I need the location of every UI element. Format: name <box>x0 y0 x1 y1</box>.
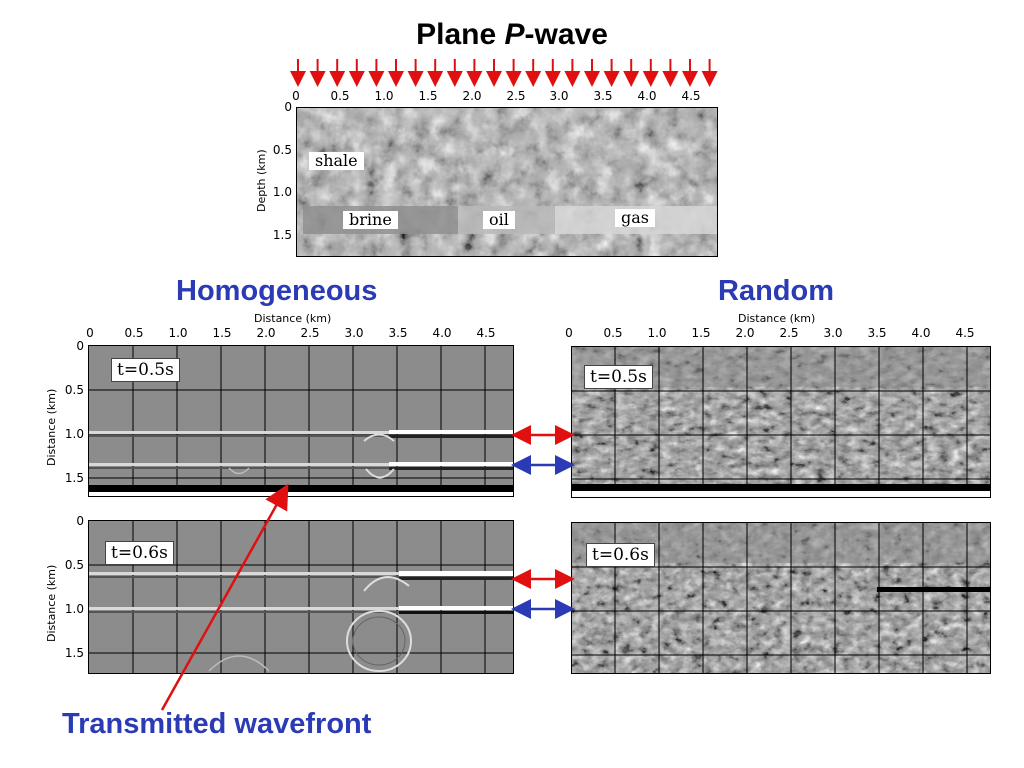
top-title-suffix: -wave <box>524 18 608 51</box>
right-x-tick: 1.0 <box>647 326 667 340</box>
right-x-tick: 2.0 <box>735 326 755 340</box>
shale-label: shale <box>309 152 364 170</box>
top-x-tick: 4.0 <box>637 89 657 103</box>
right-x-tick: 3.0 <box>823 326 843 340</box>
top-x-tick: 0.5 <box>330 89 350 103</box>
right-x-tick: 0.5 <box>603 326 623 340</box>
top-x-tick: 3.5 <box>593 89 613 103</box>
time-label-left-2: t=0.6s <box>105 541 174 565</box>
left-y-tick: 0.5 <box>64 383 84 397</box>
left-x-tick: 2.0 <box>256 326 276 340</box>
top-y-label: Depth (km) <box>255 149 268 212</box>
left-x-tick: 3.5 <box>388 326 408 340</box>
left-x-tick: 4.0 <box>432 326 452 340</box>
left-y-axis-top: 0 0.5 1.0 1.5 <box>58 340 84 496</box>
random-panel-t06: t=0.6s <box>571 522 991 674</box>
right-x-tick: 2.5 <box>779 326 799 340</box>
top-x-tick: 4.5 <box>681 89 701 103</box>
top-x-tick: 1.0 <box>374 89 394 103</box>
left-x-axis: 0 0.5 1.0 1.5 2.0 2.5 3.0 3.5 4.0 4.5 <box>86 326 510 341</box>
top-title-italic: P <box>504 18 525 51</box>
wavefront-pointer <box>160 483 289 711</box>
homogeneous-panel-t05: t=0.5s <box>88 345 514 497</box>
time-label-left-1: t=0.5s <box>111 358 180 382</box>
left-y-tick: 1.5 <box>64 471 84 485</box>
left-x-tick: 1.5 <box>212 326 232 340</box>
left-x-tick: 1.0 <box>168 326 188 340</box>
time-label-right-1: t=0.5s <box>584 365 653 389</box>
geology-texture <box>297 108 717 256</box>
left-x-tick: 3.0 <box>344 326 364 340</box>
random-title: Random <box>718 275 834 307</box>
homogeneous-panel-t06: t=0.6s <box>88 520 514 674</box>
top-title: Plane P-wave <box>0 18 1024 52</box>
homogeneous-wavefield-t05 <box>89 346 513 496</box>
top-x-tick: 1.5 <box>418 89 438 103</box>
left-y-axis-bottom: 0 0.5 1.0 1.5 <box>58 515 84 671</box>
random-panel-t05: t=0.5s <box>571 346 991 498</box>
left-y-tick: 1.5 <box>64 646 84 660</box>
right-x-tick: 0 <box>565 326 573 340</box>
transmitted-wavefront-caption: Transmitted wavefront <box>62 708 372 740</box>
top-y-tick: 0 <box>284 100 292 114</box>
top-y-tick: 1.0 <box>272 185 292 199</box>
top-x-axis: 0 0.5 1.0 1.5 2.0 2.5 3.0 3.5 4.0 4.5 <box>292 89 716 104</box>
oil-label: oil <box>483 211 515 229</box>
brine-label: brine <box>343 211 398 229</box>
left-y-label-bottom: Distance (km) <box>45 564 58 642</box>
time-label-right-2: t=0.6s <box>586 543 655 567</box>
top-x-tick: 2.0 <box>462 89 482 103</box>
incident-arrows <box>290 59 718 87</box>
gas-label: gas <box>615 209 655 227</box>
right-x-tick: 3.5 <box>867 326 887 340</box>
homogeneous-title: Homogeneous <box>176 275 378 307</box>
left-x-tick: 4.5 <box>476 326 496 340</box>
right-x-axis: 0 0.5 1.0 1.5 2.0 2.5 3.0 3.5 4.0 4.5 <box>565 326 989 341</box>
top-y-axis: 0 0.5 1.0 1.5 <box>266 101 292 257</box>
top-y-tick: 0.5 <box>272 143 292 157</box>
top-x-tick: 0 <box>292 89 300 103</box>
right-x-tick: 4.0 <box>911 326 931 340</box>
left-y-label-top: Distance (km) <box>45 388 58 466</box>
right-x-tick: 1.5 <box>691 326 711 340</box>
top-title-prefix: Plane <box>416 18 505 51</box>
left-y-tick: 1.0 <box>64 602 84 616</box>
top-x-tick: 3.0 <box>549 89 569 103</box>
left-y-tick: 1.0 <box>64 427 84 441</box>
left-x-tick: 0 <box>86 326 94 340</box>
left-y-tick: 0.5 <box>64 558 84 572</box>
comparison-arrows <box>511 425 575 619</box>
geology-panel: shale brine oil gas <box>296 107 718 257</box>
left-x-tick: 0.5 <box>124 326 144 340</box>
left-y-tick: 0 <box>76 339 84 353</box>
top-y-tick: 1.5 <box>272 228 292 242</box>
top-x-tick: 2.5 <box>506 89 526 103</box>
left-y-tick: 0 <box>76 514 84 528</box>
left-x-label: Distance (km) <box>254 312 332 325</box>
right-x-label: Distance (km) <box>738 312 816 325</box>
left-x-tick: 2.5 <box>300 326 320 340</box>
homogeneous-wavefield-t06 <box>89 521 513 673</box>
right-x-tick: 4.5 <box>955 326 975 340</box>
